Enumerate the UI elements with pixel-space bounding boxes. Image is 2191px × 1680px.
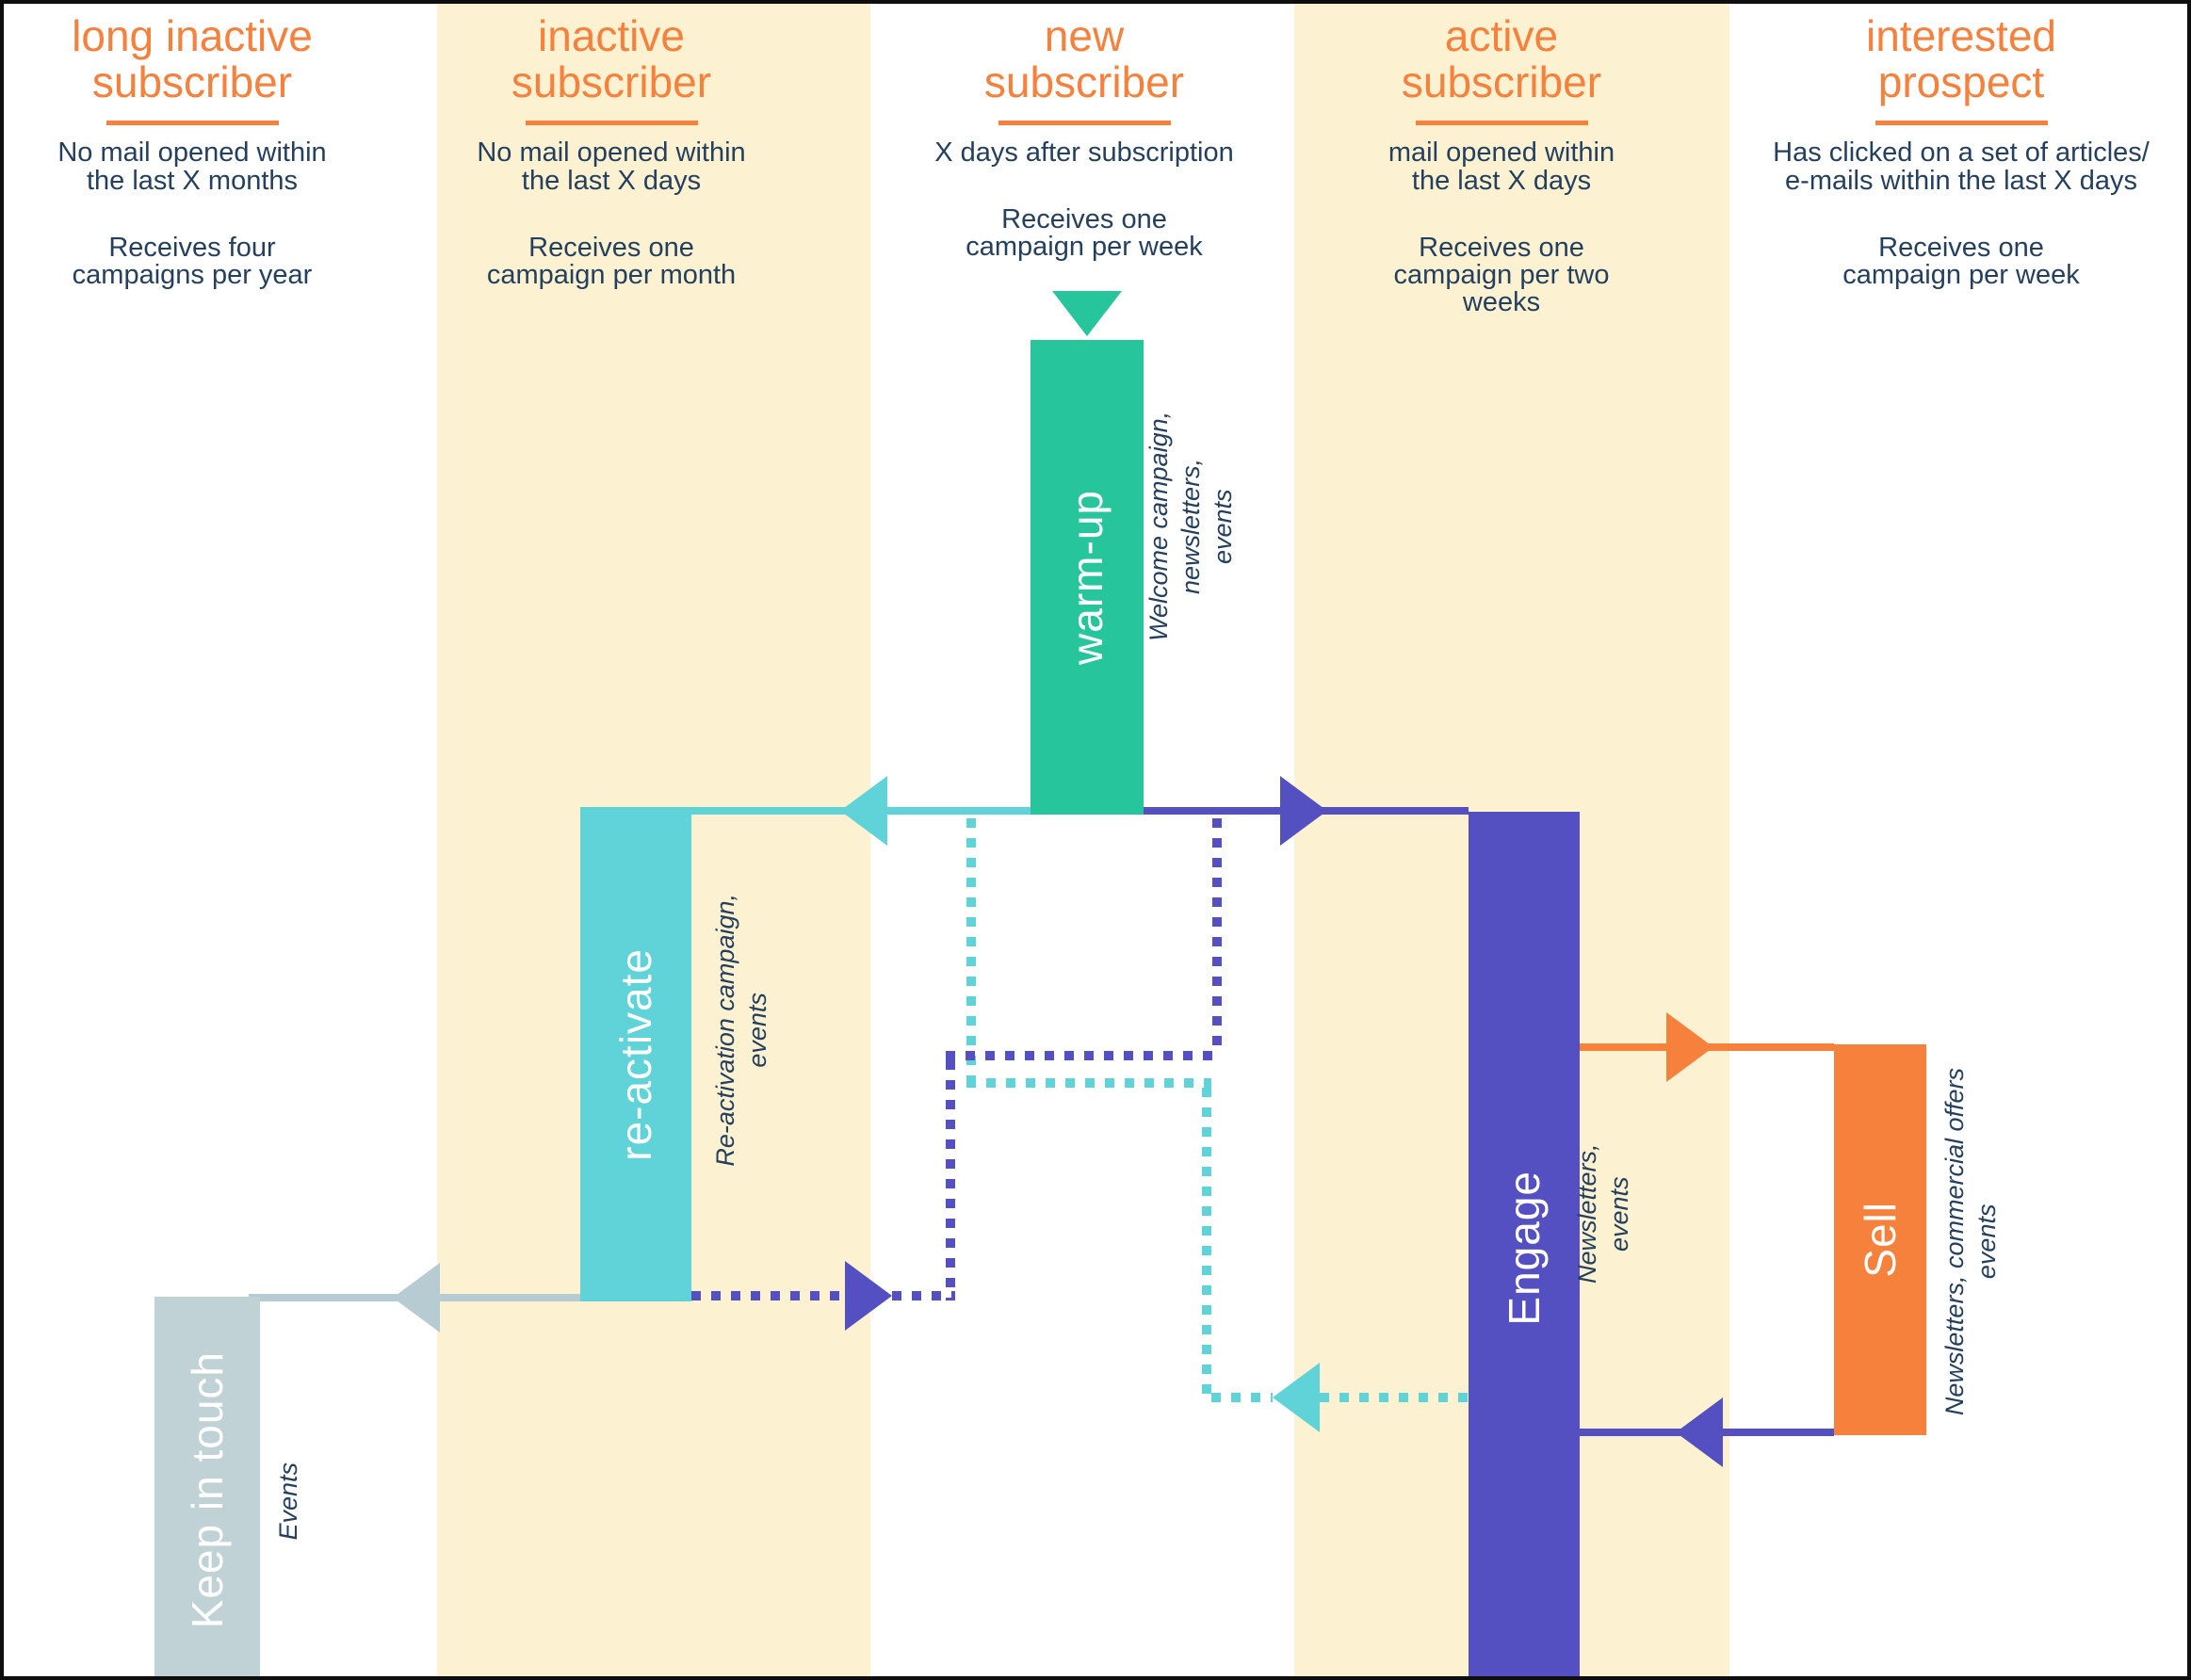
column-header-inactive: inactive subscriber No mail opened withi…: [414, 13, 809, 289]
stage-label: warm-up: [1063, 490, 1112, 665]
stage-label: Keep in touch: [183, 1351, 232, 1629]
column-header-long-inactive: long inactive subscriber No mail opened …: [4, 13, 381, 289]
column-title: interested: [1865, 11, 2056, 60]
dotted-reactivate-to-engage-segment: [946, 1060, 955, 1300]
column-description: mail opened within the last X days: [1388, 137, 1615, 196]
column-frequency: Receives one campaign per week: [966, 204, 1203, 262]
column-frequency: Receives four campaigns per year: [72, 233, 313, 290]
title-underline: [105, 121, 279, 125]
column-title: long inactive: [72, 11, 313, 60]
column-description: No mail opened within the last X months: [57, 137, 327, 196]
note-re-activate: Re-activation campaign, events: [711, 894, 771, 1167]
note-keep-in-touch: Events: [274, 1462, 302, 1541]
stage-bar-re-activate: re-activate: [580, 807, 691, 1301]
column-header-prospect: interested prospect Has clicked on a set…: [1763, 13, 2159, 289]
line-warmup-to-reactivate: [607, 807, 1031, 815]
dotted-engage-to-reactivate-segment: [966, 818, 976, 1087]
column-description: Has clicked on a set of articles/ e-mail…: [1773, 137, 2150, 196]
stage-label: Engage: [1500, 1170, 1549, 1326]
dotted-reactivate-to-engage-segment: [1212, 818, 1222, 1051]
note-engage: Newsletters, events: [1573, 1143, 1633, 1284]
stage-bar-warm-up: warm-up: [1031, 340, 1144, 815]
arrow-into-keepintouch-icon: [393, 1263, 440, 1333]
column-title: subscriber: [1401, 57, 1602, 106]
arrow-sell-back-to-engage-icon: [1676, 1397, 1723, 1467]
stage-bar-sell: Sell: [1834, 1044, 1926, 1435]
stage-label: Sell: [1856, 1202, 1905, 1278]
dotted-engage-to-reactivate-segment: [1211, 1393, 1273, 1402]
stage-label: re-activate: [611, 947, 660, 1161]
arrow-into-reactivate-icon: [840, 776, 887, 846]
stage-bar-engage: Engage: [1469, 812, 1580, 1676]
title-underline: [1415, 121, 1588, 125]
arrow-into-sell-icon: [1666, 1012, 1713, 1082]
column-title: subscriber: [983, 57, 1185, 106]
title-underline: [1875, 121, 2048, 125]
dotted-reactivate-to-engage-segment: [946, 1051, 1222, 1060]
title-underline: [525, 121, 698, 125]
column-title: prospect: [1877, 57, 2045, 106]
arrow-into-engage-icon: [1280, 776, 1327, 846]
title-underline: [998, 121, 1171, 125]
dotted-reactivate-to-engage-segment: [892, 1291, 955, 1300]
dotted-engage-to-reactivate-segment: [966, 1078, 1211, 1088]
column-header-active: active subscriber mail opened within the…: [1304, 13, 1699, 316]
column-title: new: [1044, 11, 1125, 60]
column-description: X days after subscription: [934, 137, 1234, 168]
column-frequency: Receives one campaign per week: [1842, 233, 2080, 290]
column-header-new: new subscriber X days after subscription…: [886, 13, 1282, 261]
arrow-into-warmup-icon: [1052, 291, 1122, 336]
note-sell: Newsletters, commercial offers events: [1940, 1068, 2001, 1416]
stage-bar-keep-in-touch: Keep in touch: [154, 1297, 260, 1676]
column-description: No mail opened within the last X days: [477, 137, 746, 196]
arrow-dotted-reactivate-to-engage-icon: [845, 1261, 892, 1331]
column-title: active: [1444, 11, 1559, 60]
column-frequency: Receives one campaign per month: [486, 233, 737, 290]
column-title: subscriber: [91, 57, 293, 106]
dotted-reactivate-to-engage-segment: [691, 1291, 845, 1300]
arrow-dotted-engage-to-reactivate-icon: [1273, 1363, 1320, 1432]
column-frequency: Receives one campaign per two weeks: [1393, 233, 1610, 317]
note-warm-up: Welcome campaign, newsletters, events: [1144, 411, 1237, 642]
column-title: inactive: [538, 11, 685, 60]
dotted-engage-to-reactivate-segment: [1320, 1393, 1469, 1402]
column-title: subscriber: [511, 57, 712, 106]
dotted-engage-to-reactivate-segment: [1202, 1088, 1211, 1402]
